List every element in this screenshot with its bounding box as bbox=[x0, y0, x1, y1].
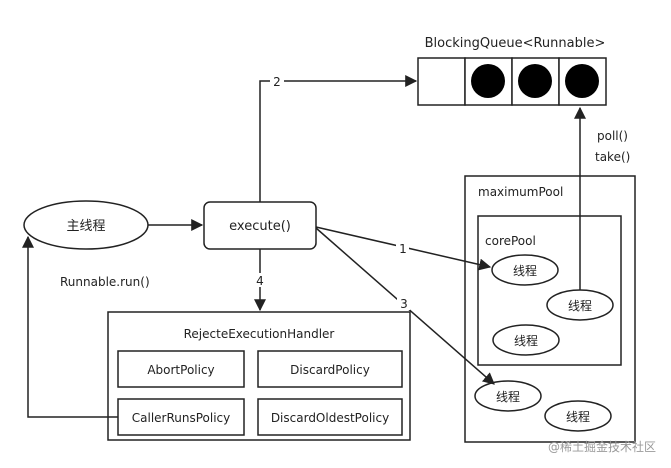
caller-runs-to-main-edge bbox=[22, 235, 118, 418]
caller-runs-policy-box bbox=[117, 398, 245, 436]
core-thread-label: 线程 bbox=[568, 298, 592, 313]
max-thread-label: 线程 bbox=[496, 389, 520, 404]
discard-policy-label: DiscardPolicy bbox=[290, 363, 370, 377]
queued-task-dot bbox=[565, 64, 599, 98]
runnable-run-label: Runnable.run() bbox=[60, 275, 150, 289]
discard-oldest-policy-label: DiscardOldestPolicy bbox=[271, 411, 389, 425]
core-pool-title: corePool bbox=[485, 234, 536, 248]
execute-to-queue-edge bbox=[259, 75, 418, 202]
main-thread-label: 主线程 bbox=[66, 219, 105, 234]
core-thread-node bbox=[492, 324, 560, 356]
core-thread-label: 线程 bbox=[514, 333, 538, 348]
edge-label-2: 2 bbox=[273, 75, 281, 89]
max-thread-node bbox=[544, 400, 612, 432]
discard-oldest-policy-box bbox=[257, 398, 403, 436]
core-thread-node bbox=[491, 254, 559, 286]
edge-label-bg bbox=[396, 241, 409, 255]
handler-title: RejecteExecutionHandler bbox=[184, 327, 335, 341]
watermark: @稀土掘金技术社区 bbox=[548, 439, 656, 454]
abort-policy-label: AbortPolicy bbox=[147, 363, 214, 377]
take-label: take() bbox=[595, 150, 630, 164]
maximum-pool-title: maximumPool bbox=[478, 185, 563, 199]
edge-label-bg bbox=[253, 273, 267, 287]
queue-slot-empty bbox=[417, 57, 466, 106]
max-thread-label: 线程 bbox=[566, 409, 590, 424]
execute-label: execute() bbox=[229, 219, 291, 234]
edge-label-3: 3 bbox=[400, 297, 408, 311]
core-thread-label: 线程 bbox=[513, 263, 537, 278]
edge-label-1: 1 bbox=[399, 242, 407, 256]
discard-policy-box bbox=[257, 350, 403, 388]
queued-task-dot bbox=[471, 64, 505, 98]
abort-policy-box bbox=[117, 350, 245, 388]
queued-task-dot bbox=[518, 64, 552, 98]
blocking-queue bbox=[417, 57, 607, 106]
edge-label-bg bbox=[397, 296, 410, 310]
edge-label-bg bbox=[270, 74, 284, 88]
max-thread-node bbox=[474, 380, 542, 412]
poll-label: poll() bbox=[597, 129, 628, 143]
edge-label-4: 4 bbox=[256, 274, 264, 288]
caller-runs-policy-label: CallerRunsPolicy bbox=[132, 411, 231, 425]
queue-title: BlockingQueue<Runnable> bbox=[425, 36, 606, 51]
